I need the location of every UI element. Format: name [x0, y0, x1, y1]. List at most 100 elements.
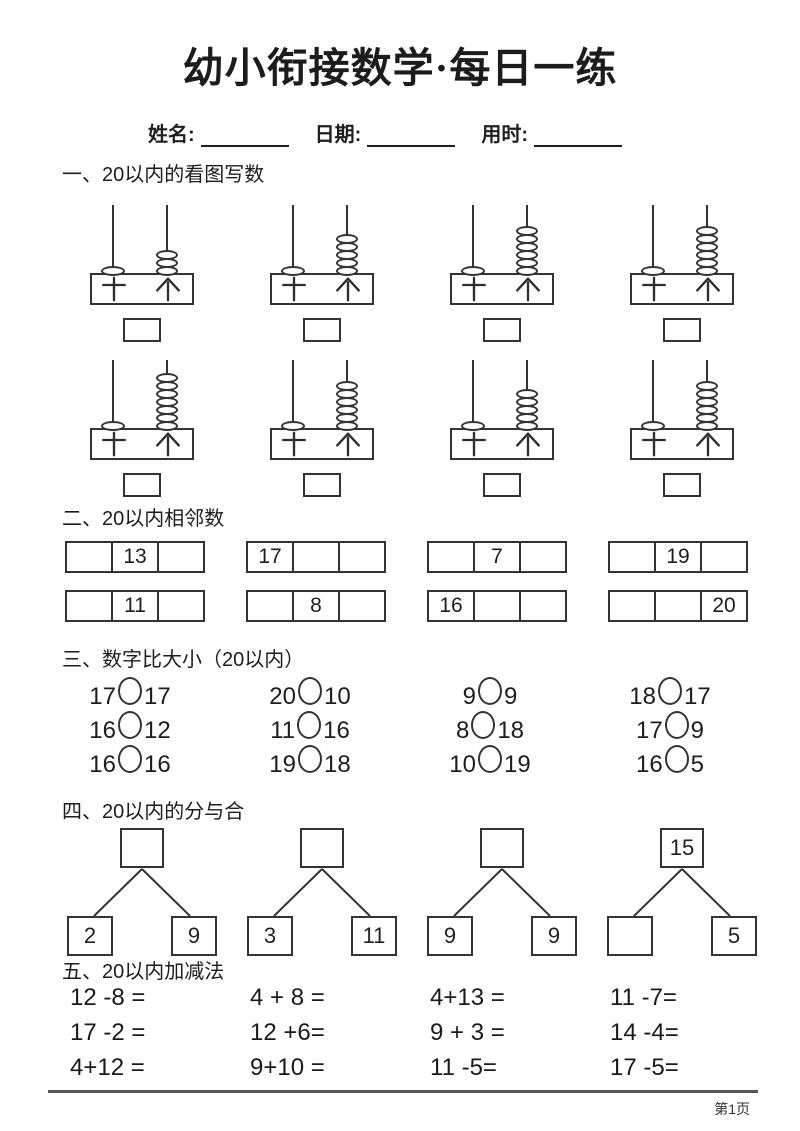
compare-left-number: 16 — [89, 751, 116, 778]
abacus-bead — [281, 421, 305, 431]
tree-top-box: 15 — [660, 828, 704, 868]
ones-glyph-icon — [696, 277, 720, 302]
adjacent-cell — [292, 541, 340, 573]
page-number: 第1页 — [714, 1101, 750, 1117]
adjacent-cell — [65, 590, 113, 622]
ones-beads — [156, 373, 178, 431]
compare-circle — [118, 677, 142, 705]
name-label: 姓名: — [148, 124, 195, 146]
abacus-drawing — [270, 360, 374, 460]
compare-right-number: 9 — [690, 717, 705, 744]
abacus-figure — [90, 360, 194, 497]
abacus-base — [90, 428, 194, 460]
compare-circle — [658, 677, 682, 705]
compare-left-number: 17 — [89, 683, 116, 710]
compare-pair: 17 9 — [635, 711, 705, 748]
compare-right-number: 18 — [324, 751, 351, 778]
abacus-base — [450, 428, 554, 460]
tens-glyph-icon — [102, 276, 126, 302]
tree-branches — [93, 868, 191, 916]
tens-beads — [641, 266, 665, 276]
tens-glyph-icon — [102, 431, 126, 457]
abacus-figure — [450, 360, 554, 497]
adjacent-cell — [338, 590, 386, 622]
abacus-bead — [696, 421, 718, 431]
abacus-bead — [516, 421, 538, 431]
tens-beads — [461, 266, 485, 276]
abacus-base — [450, 273, 554, 305]
arithmetic-problem: 12 +6= — [250, 1019, 325, 1046]
section-4-heading: 四、20以内的分与合 — [62, 801, 245, 823]
compare-circle — [118, 745, 142, 773]
abacus-bead — [516, 266, 538, 276]
tens-rod — [472, 360, 474, 430]
abacus-drawing — [450, 205, 554, 305]
tens-beads — [101, 421, 125, 431]
adjacent-cell — [473, 590, 521, 622]
ones-glyph-icon — [516, 277, 540, 302]
tens-rod — [652, 205, 654, 275]
abacus-drawing — [270, 205, 374, 305]
abacus-bead — [156, 266, 178, 276]
time-blank-line — [534, 127, 623, 147]
compare-right-number: 5 — [690, 751, 705, 778]
abacus-base — [630, 273, 734, 305]
arithmetic-problem: 4 + 8 = — [250, 984, 325, 1011]
abacus-bead — [461, 266, 485, 276]
tens-glyph-icon — [642, 431, 666, 457]
adjacent-cell — [519, 590, 567, 622]
compare-right-number: 18 — [497, 717, 525, 744]
compare-circle — [118, 711, 142, 739]
tree-top-box — [480, 828, 524, 868]
compare-right-number: 16 — [144, 751, 171, 778]
tree-leaf-box: 3 — [247, 916, 293, 956]
ones-beads — [696, 226, 718, 276]
abacus-base — [270, 428, 374, 460]
adjacent-cell — [519, 541, 567, 573]
adjacent-cell — [157, 541, 205, 573]
tens-rod — [112, 360, 114, 430]
write-answer-box — [663, 318, 701, 342]
write-answer-box — [123, 473, 161, 497]
adjacent-box: 20 — [608, 590, 789, 622]
write-answer-box — [483, 473, 521, 497]
abacus-figure — [630, 205, 734, 342]
tens-glyph-icon — [282, 276, 306, 302]
abacus-drawing — [450, 360, 554, 460]
adjacent-cell — [608, 541, 656, 573]
tree-leaf-box: 9 — [427, 916, 473, 956]
abacus-grid — [52, 187, 800, 497]
arithmetic-problem: 17 -5= — [610, 1054, 679, 1081]
compare-left-number: 17 — [635, 717, 663, 744]
tens-beads — [281, 266, 305, 276]
adjacent-box: 17 — [246, 541, 427, 573]
adjacent-cell: 11 — [111, 590, 159, 622]
abacus-base — [90, 273, 194, 305]
ones-glyph-icon — [336, 277, 360, 302]
compare-right-number: 12 — [144, 717, 171, 744]
write-answer-box — [123, 318, 161, 342]
compare-left-number: 16 — [89, 717, 116, 744]
adjacent-cell — [654, 590, 702, 622]
compare-circle — [664, 745, 689, 773]
compare-left-number: 20 — [269, 683, 296, 710]
abacus-bead — [156, 421, 178, 431]
tens-glyph-icon — [462, 276, 486, 302]
adjacent-cell: 16 — [427, 590, 475, 622]
